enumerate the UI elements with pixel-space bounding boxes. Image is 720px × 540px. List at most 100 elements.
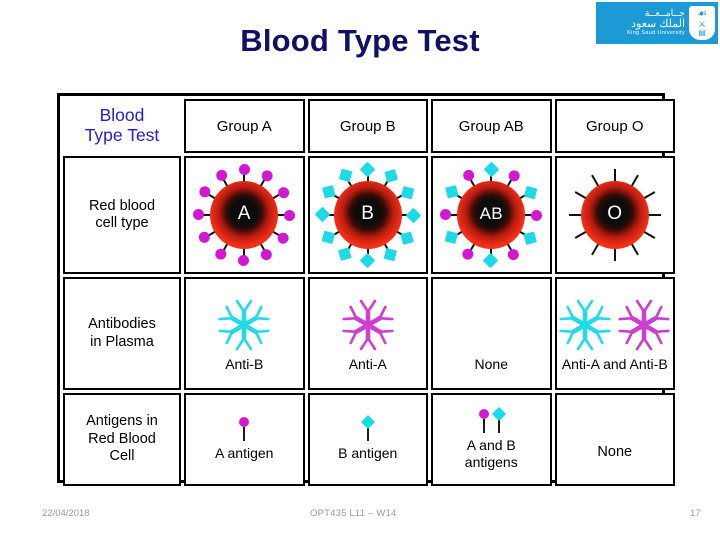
antigen-b-head-icon: [359, 161, 376, 178]
cell-antigens-group-b: B antigen: [307, 393, 428, 486]
antibody-y-icon: [356, 325, 380, 351]
antigen-caption-ab-l2: antigens: [464, 453, 518, 470]
table-row-antigens: Antigens in Red Blood Cell A antigen B a…: [63, 393, 675, 486]
pin-stem: [497, 419, 500, 434]
cell-antibodies-group-ab: None: [431, 277, 552, 390]
antibody-y-icon: [339, 302, 374, 336]
cell-antigens-group-a: A antigen: [184, 393, 305, 486]
antigen-a-head-icon: [276, 184, 292, 200]
antigen-b-head-icon: [445, 231, 459, 245]
rbc-letter-a: A: [237, 203, 251, 224]
antigen-b-head-icon: [338, 168, 352, 183]
logo-english-name: King Saud University: [627, 30, 685, 37]
palm-tree-icon: ☙: [697, 8, 707, 20]
antibody-caption-b: Anti-A: [348, 356, 387, 373]
row-label-antibodies: Antibodies in Plasma: [63, 277, 181, 390]
cell-rbc-group-b: B: [307, 156, 428, 274]
antigen-b-head-icon: [523, 185, 538, 199]
antibody-y-icon: [362, 302, 397, 336]
page-title: Blood Type Test: [240, 23, 480, 58]
antigen-a-head-icon: [460, 246, 477, 262]
rbc-diagram-b: B: [314, 161, 422, 269]
antigen-caption-ab: A and B antigens: [433, 437, 550, 469]
antibody-y-icon: [638, 302, 673, 336]
antigen-b-head-icon: [321, 185, 336, 199]
antibody-y-icon: [557, 315, 592, 349]
cell-antigens-group-o: None: [554, 393, 675, 486]
antigen-b-head-icon: [400, 185, 414, 199]
footer-course-code: OPT435 L11 – W14: [310, 508, 397, 519]
antigen-marker-diam: [483, 161, 500, 215]
antibody-y-icon: [232, 325, 256, 351]
row-label-antigens: Antigens in Red Blood Cell: [63, 393, 181, 486]
red-blood-cell-icon: O: [580, 181, 649, 249]
pin-head: [239, 417, 250, 428]
pin-head: [491, 407, 506, 422]
antibody-y-icon: [339, 315, 374, 349]
pin-stem: [243, 427, 246, 442]
antigen-stem: [243, 169, 246, 187]
pin-head: [478, 409, 489, 420]
antibody-y-icon: [216, 302, 251, 336]
logo-text-block: جــامــعــة الملك سعود King Saud Univers…: [627, 7, 685, 37]
cell-rbc-group-a: A: [184, 156, 305, 274]
shield-icon: ☙ ⚔ ▤: [689, 6, 715, 40]
antibody-y-icon: [573, 299, 597, 326]
row-label-ab-l2: in Plasma: [90, 333, 154, 350]
antigen-marker-circ: [238, 164, 250, 215]
column-header-group-a: Group A: [184, 99, 305, 153]
antigen-caption-b: B antigen: [338, 445, 398, 462]
antigen-a-head-icon: [460, 168, 477, 184]
antigen-b-head-icon: [338, 247, 352, 262]
antibody-y-icon: [232, 299, 256, 326]
rbc-letter-b: B: [361, 203, 375, 224]
logo-arabic-line1: جــامــعــة: [644, 7, 685, 19]
king-saud-university-logo: جــامــعــة الملك سعود King Saud Univers…: [596, 2, 718, 44]
footer-date: 22/04/2018: [42, 508, 90, 519]
column-header-group-o: Group O: [554, 99, 675, 153]
antibody-y-icon: [362, 315, 397, 349]
antibody-y-icon: [632, 299, 656, 326]
cell-antigens-group-ab: A and B antigens: [431, 393, 552, 486]
antibody-y-icon: [638, 315, 673, 349]
pin-head: [360, 415, 375, 430]
cell-antibodies-group-b: Anti-A: [307, 277, 428, 390]
antigen-b-head-icon: [383, 247, 398, 262]
antigen-pin-a: [186, 417, 303, 442]
logo-arabic-line2: الملك سعود: [631, 17, 685, 30]
cell-rbc-group-o: O: [554, 156, 675, 274]
antibody-cluster-anti-b: [186, 294, 303, 356]
pin-stem: [482, 419, 485, 434]
footer-page-number: 17: [690, 508, 701, 519]
blood-type-table: Blood Type Test Group A Group B Group AB…: [57, 93, 675, 486]
antigen-caption-ab-l1: A and B: [466, 437, 516, 454]
antigen-stem: [490, 169, 493, 187]
antigen-stem: [366, 169, 369, 187]
rbc-letter-o: O: [607, 203, 623, 224]
row-label-ag-l1: Antigens in: [86, 413, 158, 430]
antibody-caption-o: Anti-A and Anti-B: [561, 356, 668, 373]
table-row-antibodies: Antibodies in Plasma Anti-B Anti-A None: [63, 277, 675, 390]
antigen-a-head-icon: [284, 209, 296, 221]
antigen-b-head-icon: [321, 231, 336, 245]
red-blood-cell-icon: AB: [457, 181, 526, 249]
antibody-y-icon: [616, 302, 651, 336]
corner-title-l1: Blood: [99, 105, 145, 126]
corner-title-l2: Type Test: [84, 125, 160, 145]
antigen-b-head-icon: [445, 185, 459, 199]
antigen-a-head-icon: [197, 184, 213, 200]
antibody-y-icon: [356, 299, 380, 326]
rbc-diagram-a: A: [192, 163, 296, 267]
antigen-a-head-icon: [193, 209, 205, 221]
antigen-b-head-icon: [314, 207, 331, 223]
antibody-y-icon: [579, 302, 614, 336]
antigen-a-pin-icon: [478, 409, 490, 434]
antigen-b-head-icon: [400, 231, 414, 245]
pin-stem: [366, 427, 369, 442]
row-label-ag-l3: Cell: [109, 448, 135, 465]
antibody-y-icon: [238, 315, 273, 349]
antigen-marker-bare: [613, 169, 616, 215]
antigen-a-head-icon: [238, 255, 250, 266]
slide-footer: 22/04/2018 OPT435 L11 – W14 17: [0, 505, 720, 525]
table-header-row: Blood Type Test Group A Group B Group AB…: [63, 99, 675, 153]
